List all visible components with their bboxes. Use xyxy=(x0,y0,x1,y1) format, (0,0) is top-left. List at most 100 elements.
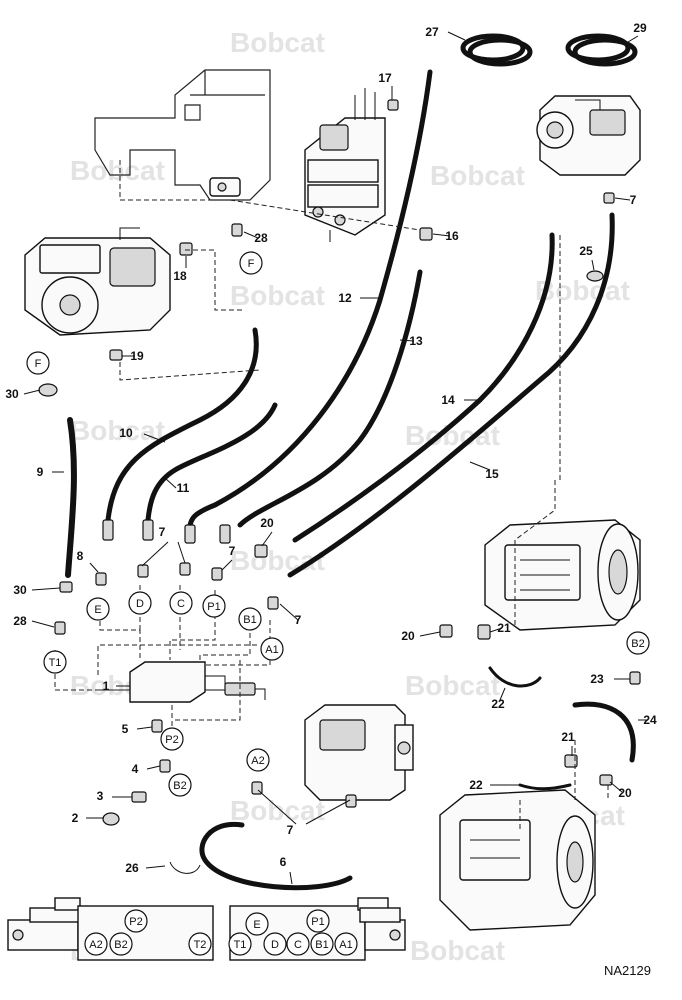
callout-20: 20 xyxy=(618,786,632,800)
callout-15: 15 xyxy=(485,467,499,481)
circle-label-a1: A1 xyxy=(260,637,284,661)
circle-label-a2: A2 xyxy=(246,748,270,772)
callout-2: 2 xyxy=(72,811,79,825)
callout-16: 16 xyxy=(445,229,459,243)
port-right-t1: T1 xyxy=(228,932,252,956)
watermark-text: Bobcat xyxy=(230,795,325,826)
circle-label-p1: P1 xyxy=(202,594,226,618)
port-ring xyxy=(109,932,133,956)
leader-line xyxy=(289,871,293,885)
leader-line xyxy=(164,477,177,489)
watermark-text: Bobcat xyxy=(70,155,165,186)
port-text: B2 xyxy=(114,939,127,951)
port-right-a1: A1 xyxy=(334,932,358,956)
circle-label-text: E xyxy=(94,604,101,616)
callout-7: 7 xyxy=(287,823,294,837)
port-ring xyxy=(84,932,108,956)
circle-label-p2: P2 xyxy=(160,727,184,751)
port-right-p1: P1 xyxy=(306,909,330,933)
callout-25: 25 xyxy=(579,244,593,258)
circle-label-text: F xyxy=(35,358,42,370)
callout-20: 20 xyxy=(401,629,415,643)
watermark-text: Bobcat xyxy=(70,415,165,446)
watermark-text: Bobcat xyxy=(230,280,325,311)
callout-18: 18 xyxy=(173,269,187,283)
port-text: B1 xyxy=(315,939,328,951)
piston-pump-left xyxy=(24,227,171,336)
circle-label-text: C xyxy=(177,598,185,610)
pump-upper-right xyxy=(536,95,641,176)
callout-30: 30 xyxy=(13,583,27,597)
callout-27: 27 xyxy=(425,25,439,39)
callout-28: 28 xyxy=(254,231,268,245)
circle-label-text: D xyxy=(136,598,144,610)
callout-9: 9 xyxy=(37,465,44,479)
port-text: P2 xyxy=(129,916,142,928)
port-text: T1 xyxy=(234,939,247,951)
callout-21: 21 xyxy=(497,621,511,635)
watermark-text: Bobcat xyxy=(430,160,525,191)
leader-line xyxy=(399,339,415,342)
circle-label-f: F xyxy=(26,351,50,375)
hydraulic-motor-center xyxy=(304,704,414,801)
fittings xyxy=(38,99,641,874)
circle-label-ring xyxy=(43,650,67,674)
callout-12: 12 xyxy=(338,291,352,305)
port-ring xyxy=(263,932,287,956)
circle-label-ring xyxy=(202,594,226,618)
callout-28: 28 xyxy=(13,614,27,628)
circle-label-t1: T1 xyxy=(43,650,67,674)
callout-4: 4 xyxy=(132,762,139,776)
callout-17: 17 xyxy=(378,71,392,85)
circle-label-text: A1 xyxy=(265,644,278,656)
circle-label-text: B1 xyxy=(243,614,256,626)
leader-line xyxy=(305,799,351,825)
callout-5: 5 xyxy=(122,722,129,736)
leader-line xyxy=(627,35,639,43)
leader-line xyxy=(31,620,55,628)
callout-13: 13 xyxy=(409,334,423,348)
callout-6: 6 xyxy=(280,855,287,869)
leader-line xyxy=(221,559,233,571)
drive-motor-right-lower xyxy=(439,789,596,931)
port-block-left xyxy=(7,897,214,961)
callout-29: 29 xyxy=(633,21,647,35)
leader-line xyxy=(609,781,623,793)
port-left-t2: T2 xyxy=(188,932,212,956)
leader-line xyxy=(614,197,631,201)
port-ring xyxy=(310,932,334,956)
callout-8: 8 xyxy=(77,549,84,563)
circle-label-ring xyxy=(86,597,110,621)
port-ring xyxy=(228,932,252,956)
leader-line xyxy=(261,531,273,547)
circle-label-text: P1 xyxy=(207,601,220,613)
circle-label-ring xyxy=(626,631,650,655)
circle-label-ring xyxy=(239,251,263,275)
circle-label-text: F xyxy=(248,258,255,270)
circle-label-text: B2 xyxy=(631,638,644,650)
circle-label-ring xyxy=(26,351,50,375)
leader-line xyxy=(243,231,259,239)
port-ring xyxy=(334,932,358,956)
leader-line xyxy=(447,31,466,41)
port-text: D xyxy=(271,939,279,951)
callout-24: 24 xyxy=(643,713,657,727)
circle-label-b1: B1 xyxy=(238,607,262,631)
circle-label-d: D xyxy=(128,591,152,615)
port-text: P1 xyxy=(311,916,324,928)
port-right-e: E xyxy=(245,912,269,936)
callout-21: 21 xyxy=(561,730,575,744)
callout-11: 11 xyxy=(177,481,190,495)
port-text: A1 xyxy=(339,939,352,951)
manifold-block xyxy=(97,644,266,703)
circle-label-b2: B2 xyxy=(626,631,650,655)
drive-motor-right-upper xyxy=(484,519,641,631)
circle-label-e: E xyxy=(86,597,110,621)
port-ring xyxy=(188,932,212,956)
watermark-text: Bobcat xyxy=(535,275,630,306)
callout-22: 22 xyxy=(469,778,483,792)
callout-7: 7 xyxy=(229,544,236,558)
